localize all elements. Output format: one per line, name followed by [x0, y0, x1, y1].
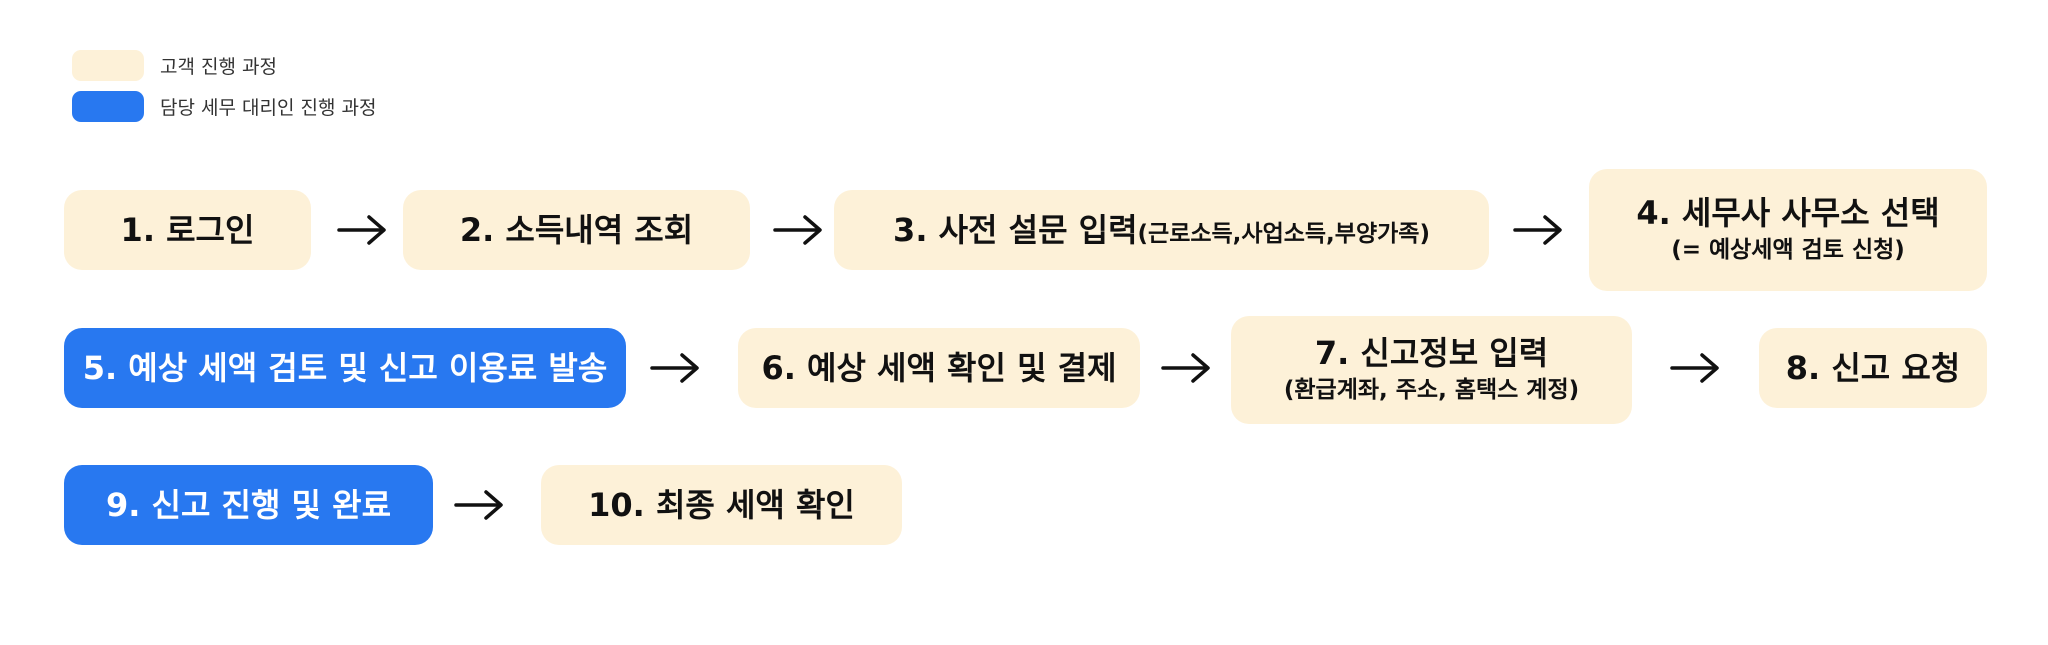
arrow-right-icon: [773, 215, 822, 245]
step-3-inline-sub: (근로소득,사업소득,부양가족): [1137, 220, 1430, 247]
legend-item-agent: 담당 세무 대리인 진행 과정: [72, 91, 376, 122]
arrow-right-icon: [454, 490, 503, 520]
step-4-label: 4. 세무사 사무소 선택: [1636, 193, 1940, 232]
step-3-label: 3. 사전 설문 입력: [893, 210, 1138, 249]
legend-label-customer: 고객 진행 과정: [160, 56, 277, 78]
step-8-label: 8. 신고 요청: [1785, 348, 1961, 387]
step-1-label: 1. 로그인: [120, 210, 255, 249]
step-6-label: 6. 예상 세액 확인 및 결제: [761, 348, 1117, 387]
step-10-final-tax: 10. 최종 세액 확인: [541, 465, 902, 545]
legend-swatch-agent: [72, 91, 144, 122]
legend-label-agent: 담당 세무 대리인 진행 과정: [160, 97, 377, 119]
step-7-filing-info: 7. 신고정보 입력 (환급계좌, 주소, 홈택스 계정): [1231, 316, 1632, 424]
step-6-confirm-and-pay: 6. 예상 세액 확인 및 결제: [738, 328, 1140, 408]
legend-item-customer: 고객 진행 과정: [72, 50, 277, 81]
step-2-income-lookup: 2. 소득내역 조회: [403, 190, 750, 270]
arrow-right-icon: [650, 353, 699, 383]
step-3-title: 3. 사전 설문 입력(근로소득,사업소득,부양가족): [893, 211, 1430, 249]
legend-swatch-customer: [72, 50, 144, 81]
arrow-right-icon: [1161, 353, 1210, 383]
step-5-estimate-review: 5. 예상 세액 검토 및 신고 이용료 발송: [64, 328, 626, 408]
step-7-sub: (환급계좌, 주소, 홈택스 계정): [1283, 377, 1580, 404]
step-9-filing-complete: 9. 신고 진행 및 완료: [64, 465, 433, 545]
step-7-label: 7. 신고정보 입력: [1314, 333, 1549, 372]
step-4-sub: (= 예상세액 검토 신청): [1671, 237, 1905, 264]
step-5-label: 5. 예상 세액 검토 및 신고 이용료 발송: [82, 348, 608, 387]
step-1-login: 1. 로그인: [64, 190, 311, 270]
arrow-right-icon: [337, 215, 386, 245]
arrow-right-icon: [1513, 215, 1562, 245]
step-3-pre-survey: 3. 사전 설문 입력(근로소득,사업소득,부양가족): [834, 190, 1489, 270]
arrow-right-icon: [1670, 353, 1719, 383]
step-10-label: 10. 최종 세액 확인: [588, 485, 855, 524]
step-8-filing-request: 8. 신고 요청: [1759, 328, 1987, 408]
step-9-label: 9. 신고 진행 및 완료: [105, 485, 392, 524]
step-4-select-tax-office: 4. 세무사 사무소 선택 (= 예상세액 검토 신청): [1589, 169, 1987, 291]
step-2-label: 2. 소득내역 조회: [459, 210, 694, 249]
